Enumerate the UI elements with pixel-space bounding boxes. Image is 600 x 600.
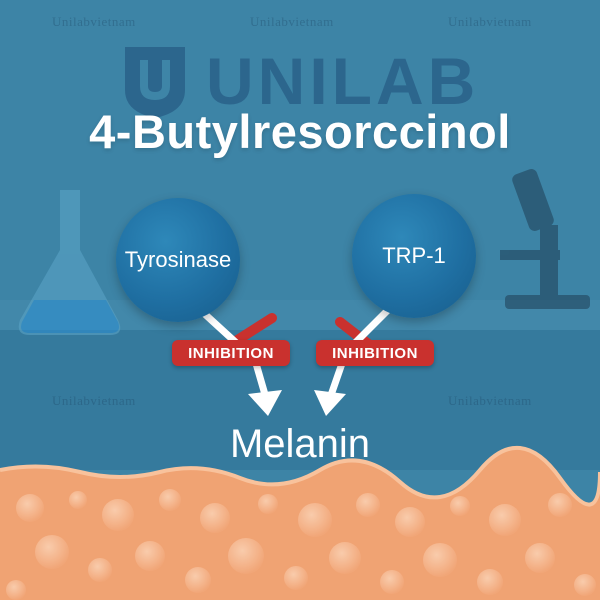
- brand-name: UNILAB: [206, 44, 480, 118]
- enzyme-label: TRP-1: [382, 243, 446, 268]
- inhibition-badge: INHIBITION: [172, 340, 290, 366]
- diagram-title: 4-Butylresorccinol: [89, 105, 511, 158]
- inhibition-badge: INHIBITION: [316, 340, 434, 366]
- microscope-icon: [500, 169, 590, 309]
- brand-logo: UNILAB: [120, 42, 479, 120]
- enzyme-label: Tyrosinase: [124, 247, 232, 272]
- watermark: Unilabvietnam: [52, 393, 136, 408]
- enzyme-tyrosinase: Tyrosinase: [116, 198, 240, 322]
- watermark: Unilabvietnam: [250, 14, 334, 29]
- watermark: Unilabvietnam: [52, 14, 136, 29]
- enzyme-trp1: TRP-1: [352, 194, 476, 318]
- shield-u-icon: [125, 47, 185, 118]
- flask-icon: [18, 190, 121, 335]
- watermark: Unilabvietnam: [448, 14, 532, 29]
- watermark: Unilabvietnam: [448, 393, 532, 408]
- skin-cells: [6, 489, 596, 600]
